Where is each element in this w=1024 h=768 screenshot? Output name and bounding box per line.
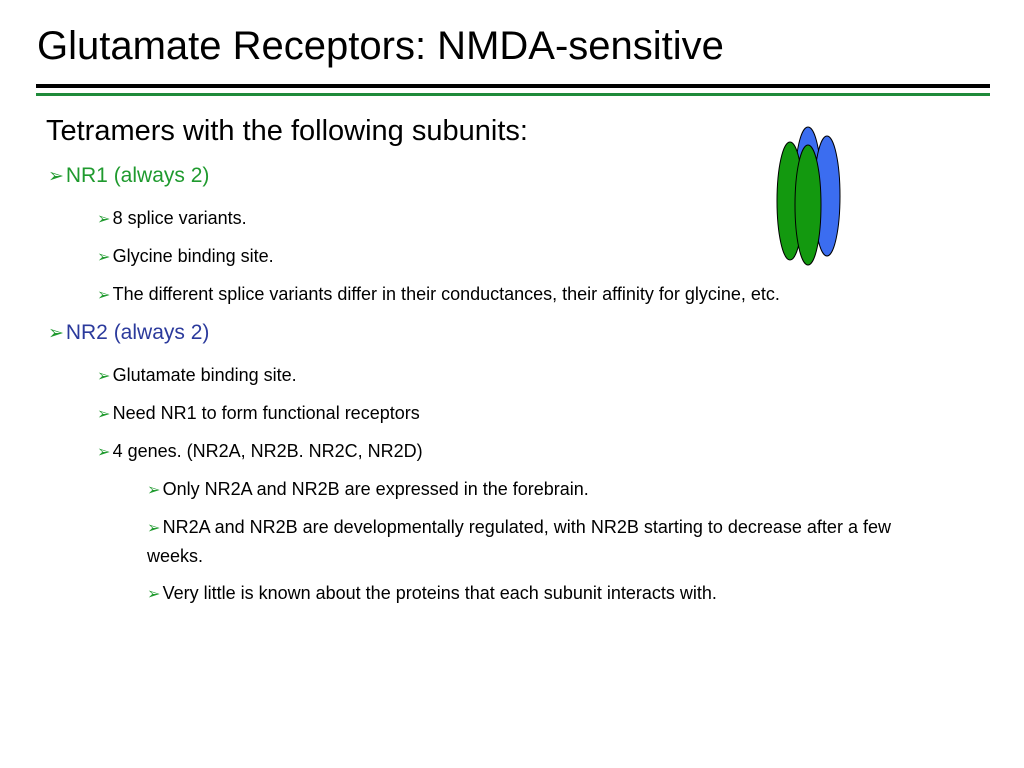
nr1-subunit-front [794, 144, 822, 266]
bullet-arrow-icon: ➢ [97, 443, 111, 461]
nr2-item: ➢4 genes. (NR2A, NR2B. NR2C, NR2D) [97, 437, 946, 466]
bullet-arrow-icon: ➢ [97, 405, 111, 423]
gene-subitem-text: NR2A and NR2B are developmentally regula… [147, 517, 891, 566]
receptor-tetramer-diagram [776, 126, 841, 266]
nr2-heading: ➢NR2 (always 2) [48, 320, 946, 347]
title-rule-black [36, 84, 990, 88]
slide-body: Tetramers with the following subunits: ➢… [46, 111, 946, 619]
gene-subitem: ➢Very little is known about the proteins… [147, 579, 946, 608]
gene-subitem: ➢Only NR2A and NR2B are expressed in the… [147, 475, 946, 504]
nr1-heading-text: NR1 (always 2) [65, 164, 210, 187]
bullet-arrow-icon: ➢ [97, 248, 111, 266]
gene-subitem: ➢NR2A and NR2B are developmentally regul… [147, 513, 946, 570]
slide-title: Glutamate Receptors: NMDA-sensitive [37, 24, 724, 68]
nr2-item: ➢Glutamate binding site. [97, 361, 946, 390]
nr2-item-text: 4 genes. (NR2A, NR2B. NR2C, NR2D) [112, 441, 423, 461]
lead-text: Tetramers with the following subunits: [46, 115, 528, 147]
nr1-heading: ➢NR1 (always 2) [48, 163, 946, 190]
nr1-item-text: 8 splice variants. [112, 208, 247, 228]
bullet-arrow-icon: ➢ [97, 210, 111, 228]
title-rule-green [36, 93, 990, 96]
nr1-item-text: Glycine binding site. [112, 246, 274, 266]
nr1-item-text: The different splice variants differ in … [112, 284, 780, 304]
bullet-arrow-icon: ➢ [147, 519, 161, 537]
nr2-item: ➢Need NR1 to form functional receptors [97, 399, 946, 428]
bullet-arrow-icon: ➢ [48, 323, 64, 344]
bullet-arrow-icon: ➢ [48, 166, 64, 187]
nr1-item: ➢Glycine binding site. [97, 242, 946, 271]
nr1-item: ➢The different splice variants differ in… [97, 280, 946, 309]
bullet-arrow-icon: ➢ [97, 367, 111, 385]
nr1-item: ➢8 splice variants. [97, 204, 946, 233]
nr2-item-text: Glutamate binding site. [112, 365, 297, 385]
nr2-heading-text: NR2 (always 2) [65, 321, 210, 344]
gene-subitem-text: Only NR2A and NR2B are expressed in the … [162, 479, 589, 499]
nr2-item-text: Need NR1 to form functional receptors [112, 403, 420, 423]
bullet-arrow-icon: ➢ [147, 481, 161, 499]
gene-subitem-text: Very little is known about the proteins … [162, 583, 717, 603]
bullet-arrow-icon: ➢ [97, 286, 111, 304]
bullet-arrow-icon: ➢ [147, 585, 161, 603]
